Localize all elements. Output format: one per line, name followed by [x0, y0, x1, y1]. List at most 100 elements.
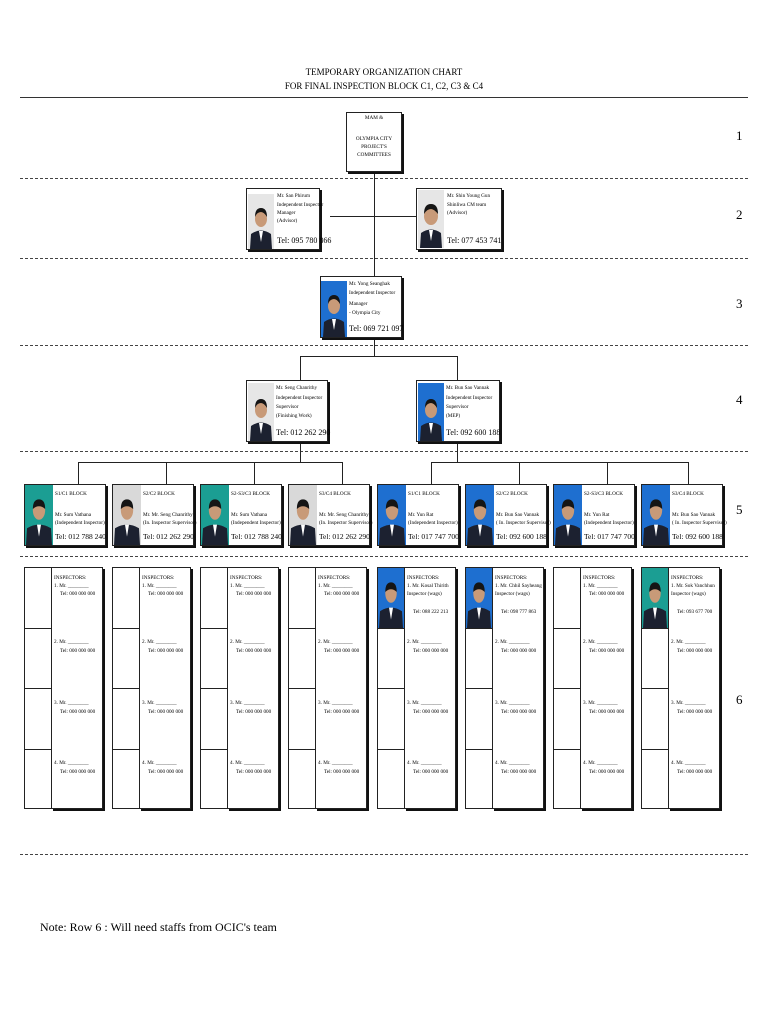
- block-person-tel: Tel: 017 747 700: [408, 532, 459, 541]
- inspector-name: 4. Mr. ________: [407, 760, 442, 766]
- inspector-photo-column: [200, 567, 228, 809]
- inspector-list-box: INSPECTORS:1. Mr. ________Tel: 000 000 0…: [315, 567, 367, 809]
- inspectors-heading: INSPECTORS:: [671, 575, 704, 581]
- inspector-photo-column: [641, 567, 669, 809]
- photo-cell: [642, 749, 668, 809]
- connector-line: [78, 462, 343, 463]
- inspector-tel: Tel: 000 000 000: [60, 709, 96, 715]
- inspector-tel: Tel: 000 000 000: [324, 709, 360, 715]
- row-number: 2: [736, 207, 743, 222]
- block-person-name: Mr. Bun Sao Vannak: [672, 512, 716, 518]
- photo-cell: [466, 628, 492, 689]
- inspector-name: 2. Mr. ________: [142, 639, 177, 645]
- connector-line: [607, 462, 608, 484]
- row-number: 4: [736, 392, 743, 407]
- person-role: (Advisor): [277, 218, 298, 224]
- inspector-name: 1. Mr. Kosal Thirith: [407, 583, 449, 589]
- photo-cell: [642, 689, 668, 750]
- inspector-tel: Tel: 000 000 000: [60, 591, 96, 597]
- portrait-photo: [418, 190, 444, 248]
- inspector-name: 3. Mr. ________: [671, 700, 706, 706]
- inspector-name: 4. Mr. ________: [495, 760, 530, 766]
- person-role: Independent Inspector: [277, 202, 324, 208]
- inspector-tel: Tel: 000 000 000: [501, 648, 537, 654]
- block-person-role: ( In. Inspector Supervisor): [496, 520, 551, 526]
- inspector-name: 1. Mr. ________: [142, 583, 177, 589]
- person-role: Shinliwa CM team: [447, 202, 487, 208]
- committee-line: MAM &: [364, 115, 384, 121]
- inspector-tel: Tel: 093 677 700: [677, 609, 713, 615]
- inspector-name: 3. Mr. ________: [54, 700, 89, 706]
- photo-cell: [289, 689, 315, 750]
- block-person-tel: Tel: 012 788 240: [55, 532, 106, 541]
- block-card: S2/C2 BLOCK Mr. Bun Sao Vannak ( In. Inspe…: [465, 484, 551, 546]
- photo-cell: [554, 568, 580, 629]
- photo-cell: [113, 749, 139, 809]
- inspectors-heading: INSPECTORS:: [495, 575, 528, 581]
- portrait-photo: [378, 568, 404, 628]
- inspector-name: 1. Mr. Chhil Sayheang: [495, 583, 542, 589]
- block-person-role: (In. Inspector Supervisor): [143, 520, 197, 526]
- block-label: S1/C1 BLOCK: [408, 491, 440, 497]
- inspector-tel: Tel: 000 000 000: [236, 648, 272, 654]
- person-card-advisor-left: Mr. San Phirum Independent Inspector Man…: [246, 188, 331, 250]
- photo-cell: [378, 749, 404, 809]
- portrait-photo: [248, 383, 274, 441]
- person-role: Supervisor: [276, 404, 299, 410]
- inspector-name: 4. Mr. ________: [54, 760, 89, 766]
- inspector-name: 3. Mr. ________: [230, 700, 265, 706]
- portrait-photo: [378, 485, 406, 545]
- inspector-tel: Tel: 000 000 000: [236, 769, 272, 775]
- row-divider: [20, 854, 748, 855]
- row-divider: [20, 178, 748, 179]
- photo-cell: [466, 689, 492, 750]
- connector-line: [457, 356, 458, 380]
- inspector-tel: Tel: 000 000 000: [501, 709, 537, 715]
- photo-cell: [642, 628, 668, 689]
- connector-line: [254, 462, 255, 484]
- portrait-photo: [418, 383, 444, 441]
- inspector-name: 1. Mr. Sok Vanchhun: [671, 583, 715, 589]
- inspector-name: 1. Mr. ________: [583, 583, 618, 589]
- inspector-name: 2. Mr. ________: [671, 639, 706, 645]
- inspector-tel: Tel: 000 000 000: [148, 591, 184, 597]
- row-divider: [20, 556, 748, 557]
- committee-line: PROJECT'S: [361, 144, 387, 150]
- block-person-name: Mr. Bun Sao Vannak: [496, 512, 540, 518]
- inspector-tel: Tel: 000 000 000: [60, 648, 96, 654]
- chart-title-line1: TEMPORARY ORGANIZATION CHART: [305, 67, 463, 77]
- person-role: Supervisor: [446, 404, 469, 410]
- inspector-name: 3. Mr. ________: [142, 700, 177, 706]
- person-role: Independent Inspector: [349, 290, 396, 296]
- connector-line: [166, 462, 167, 484]
- connector-line: [457, 440, 458, 462]
- person-tel: Tel: 069 721 097: [349, 324, 404, 333]
- person-card-manager: Mr. Yong Seanghak Independent Inspector …: [320, 276, 404, 338]
- inspector-tel: Tel: 000 000 000: [589, 648, 625, 654]
- inspector-photo-column: [112, 567, 140, 809]
- inspector-name: 4. Mr. ________: [318, 760, 353, 766]
- inspector-role: Inspector (wags): [671, 591, 706, 597]
- connector-line: [342, 462, 343, 484]
- photo-cell: [466, 568, 492, 629]
- block-label: S2/C2 BLOCK: [496, 491, 528, 497]
- block-label: S2-S3/C3 BLOCK: [584, 491, 624, 497]
- photo-cell: [378, 568, 404, 629]
- connector-line: [688, 462, 689, 484]
- inspector-name: 1. Mr. ________: [318, 583, 353, 589]
- inspector-list-box: INSPECTORS:1. Mr. ________Tel: 000 000 0…: [227, 567, 279, 809]
- inspectors-heading: INSPECTORS:: [142, 575, 175, 581]
- photo-cell: [201, 749, 227, 809]
- inspector-name: 3. Mr. ________: [583, 700, 618, 706]
- inspectors-heading: INSPECTORS:: [230, 575, 263, 581]
- block-person-name: Mr. Mr. Seng Chanrithy: [143, 512, 193, 518]
- inspector-name: 2. Mr. ________: [230, 639, 265, 645]
- photo-cell: [25, 689, 51, 750]
- person-name: Mr. Shin Young Gun: [447, 193, 491, 199]
- block-person-name: Mr. Mr. Seng Chanrithy: [319, 512, 369, 518]
- inspector-role: Inspector (wags): [407, 591, 442, 597]
- block-label: S1/C1 BLOCK: [55, 491, 87, 497]
